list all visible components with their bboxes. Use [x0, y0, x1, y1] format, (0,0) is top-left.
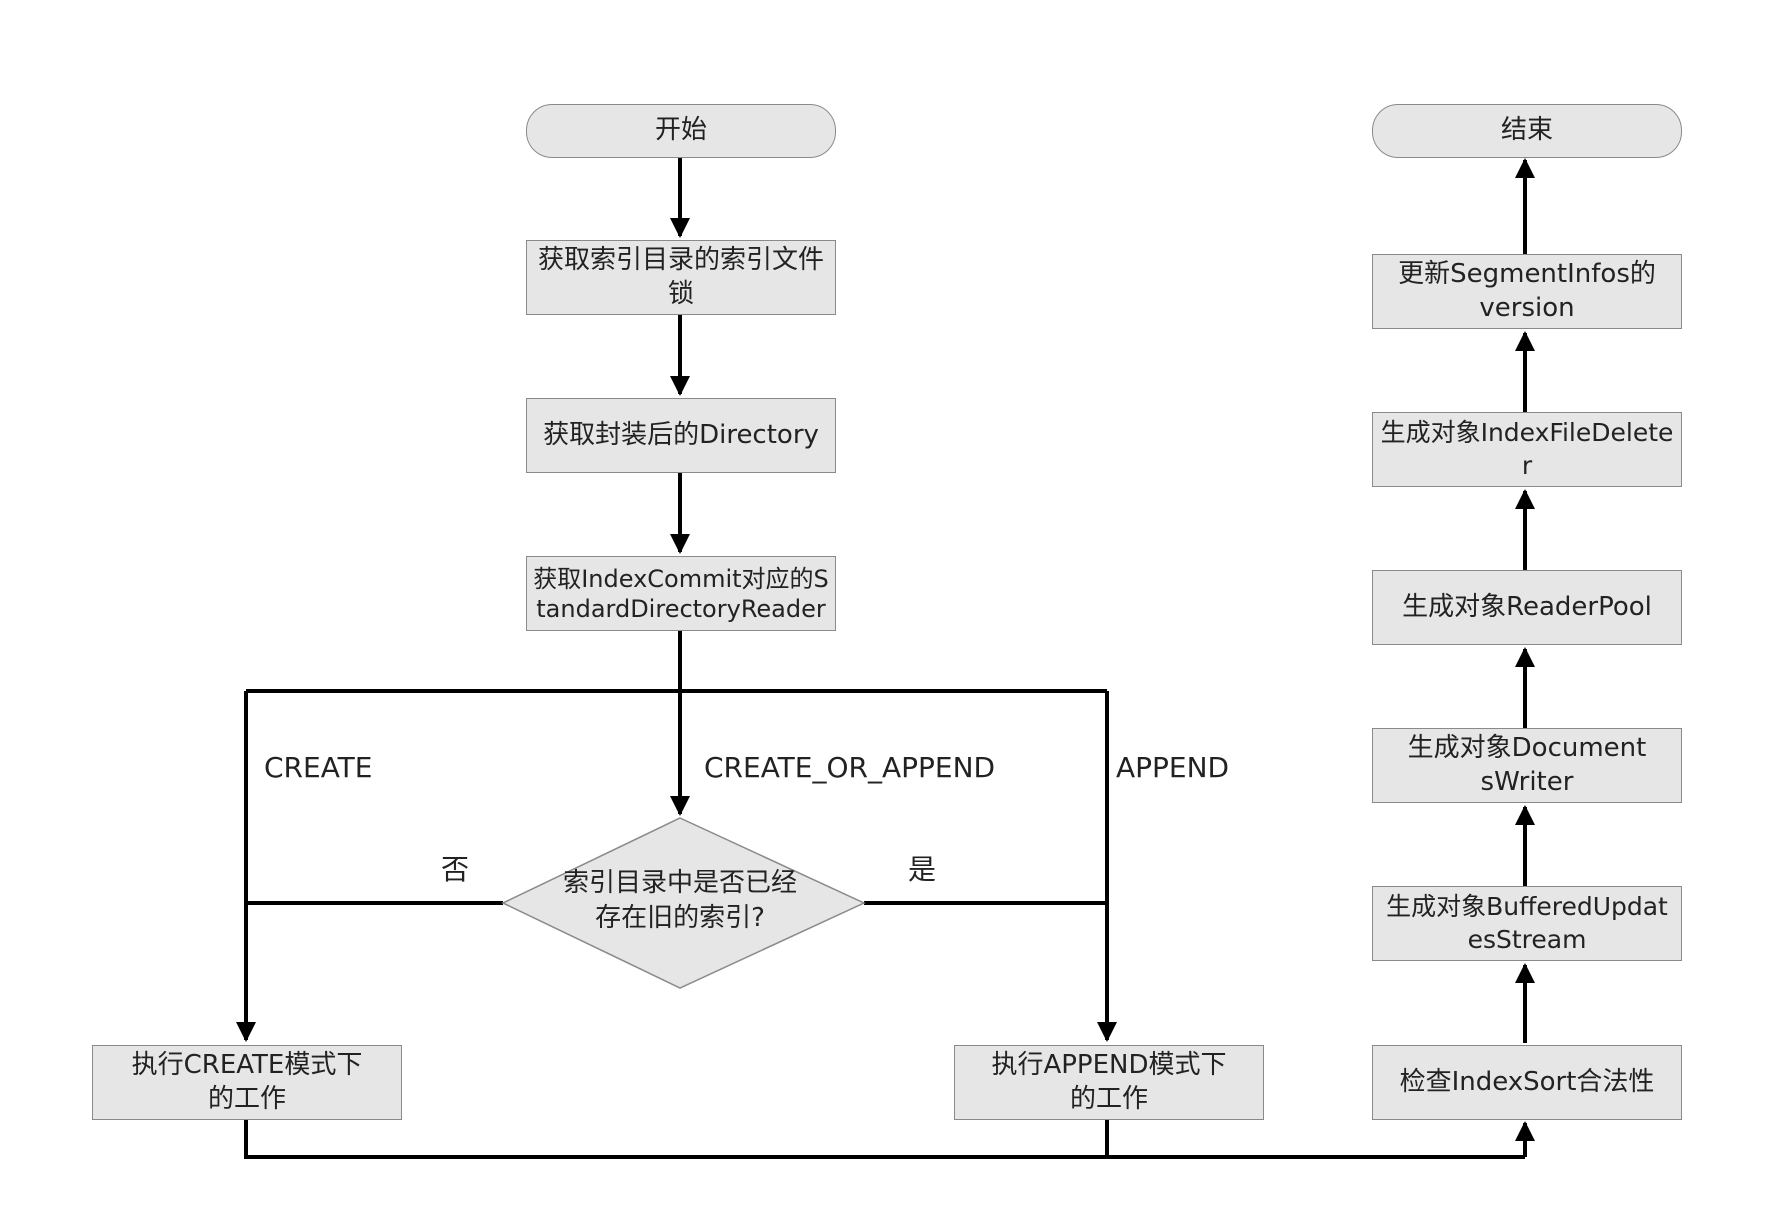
get-directory-node: 获取封装后的Directory [526, 398, 836, 473]
check-sort-node: 检查IndexSort合法性 [1372, 1045, 1682, 1120]
get-directory-label: 获取封装后的Directory [543, 419, 819, 450]
docs-writer-label: 生成对象DocumentsWriter [1407, 732, 1647, 797]
docs-writer-node: 生成对象DocumentsWriter [1372, 728, 1682, 803]
edge-label-yes: 是 [908, 853, 937, 886]
get-reader-node: 获取IndexCommit对应的StandardDirectoryReader [526, 556, 836, 631]
create-work-label: 执行CREATE模式下的工作 [131, 1049, 363, 1114]
append-work-node: 执行APPEND模式下的工作 [954, 1045, 1264, 1120]
buffered-stream-label: 生成对象BufferedUpdatesStream [1386, 892, 1668, 954]
start-label: 开始 [654, 115, 707, 146]
edge-label-create-or-append: CREATE_OR_APPEND [704, 751, 996, 784]
check-sort-label: 检查IndexSort合法性 [1399, 1066, 1655, 1097]
get-lock-node: 获取索引目录的索引文件锁 [526, 240, 836, 315]
file-deleter-label: 生成对象IndexFileDeleter [1380, 418, 1674, 480]
reader-pool-label: 生成对象ReaderPool [1402, 591, 1652, 622]
edge-label-no: 否 [441, 853, 470, 886]
append-work-label: 执行APPEND模式下的工作 [991, 1049, 1227, 1114]
get-lock-label: 获取索引目录的索引文件锁 [537, 244, 824, 309]
decision-label: 索引目录中是否已经存在旧的索引? [555, 866, 805, 936]
file-deleter-node: 生成对象IndexFileDeleter [1372, 412, 1682, 487]
update-version-node: 更新SegmentInfos的version [1372, 254, 1682, 329]
edge-label-append: APPEND [1116, 751, 1230, 784]
end-label: 结束 [1500, 115, 1553, 146]
edge-label-create: CREATE [264, 751, 373, 784]
get-reader-label: 获取IndexCommit对应的StandardDirectoryReader [533, 564, 829, 623]
start-node: 开始 [526, 104, 836, 158]
buffered-stream-node: 生成对象BufferedUpdatesStream [1372, 886, 1682, 961]
create-work-node: 执行CREATE模式下的工作 [92, 1045, 402, 1120]
reader-pool-node: 生成对象ReaderPool [1372, 570, 1682, 645]
edge-create-to-merge [244, 1120, 1525, 1159]
decision-text: 索引目录中是否已经存在旧的索引? [562, 868, 797, 934]
decision-diamond [501, 817, 866, 989]
end-node: 结束 [1372, 104, 1682, 158]
update-version-label: 更新SegmentInfos的version [1398, 258, 1656, 323]
